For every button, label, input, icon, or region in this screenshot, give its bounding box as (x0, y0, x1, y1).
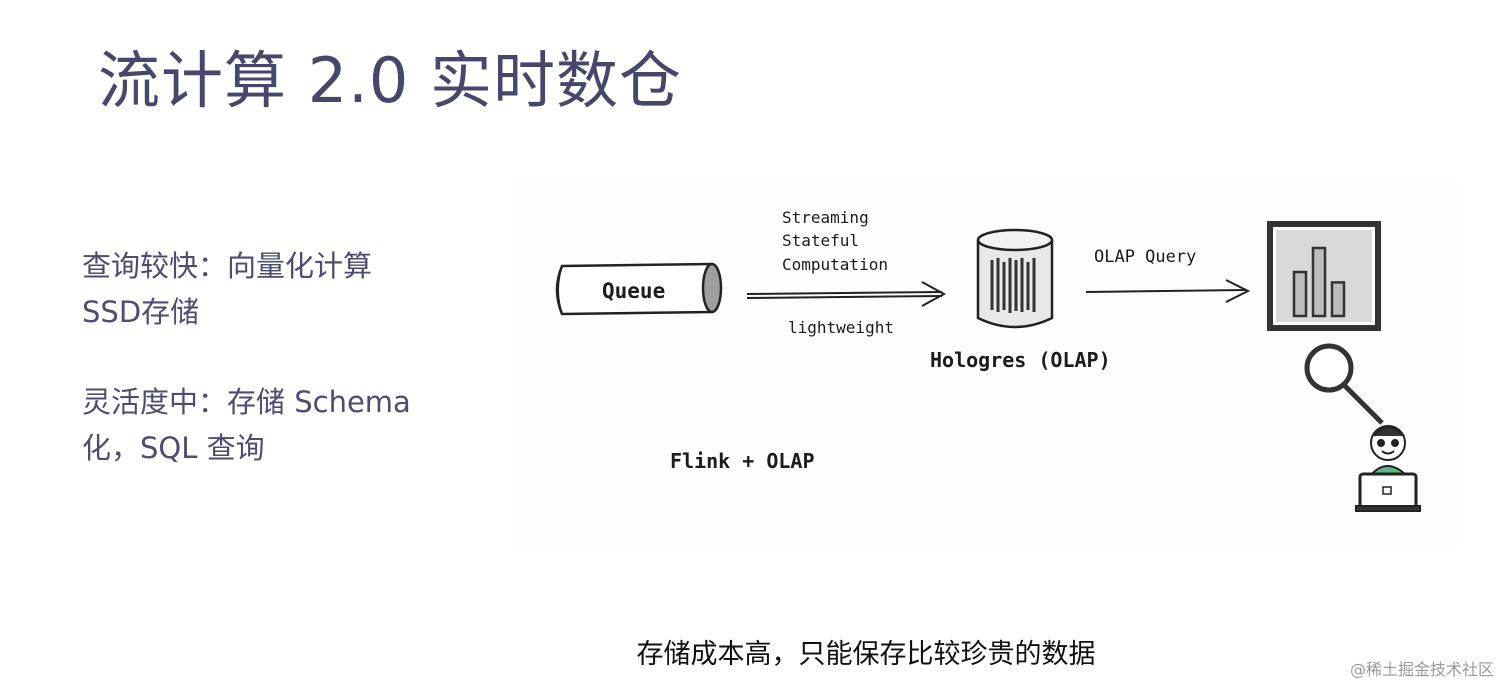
person-with-laptop-icon (1355, 425, 1421, 512)
arrow1-label-streaming: Streaming (782, 208, 869, 227)
diagram-canvas: Queue Streaming Stateful Computation lig… (555, 208, 1421, 512)
bullet-line: 化，SQL 查询 (82, 431, 265, 465)
queue-cylinder-icon (555, 262, 723, 316)
chart-bar (1311, 246, 1327, 318)
bullet-line: SSD存储 (82, 295, 200, 329)
database-cylinder-icon (976, 228, 1054, 329)
chart-bar (1330, 281, 1346, 318)
arrow-right-icon (746, 281, 947, 307)
slide-caption: 存储成本高，只能保存比较珍贵的数据 (636, 639, 1096, 670)
watermark: @稀土掘金技术社区 (1349, 660, 1494, 679)
arrow1-sublabel: lightweight (788, 318, 894, 337)
database-label: Hologres (OLAP) (930, 348, 1111, 372)
page-title: 流计算 2.0 实时数仓 (98, 44, 683, 117)
bullet-query-speed: 查询较快：向量化计算 SSD存储 (82, 243, 411, 335)
arrow-right-icon (1085, 279, 1251, 303)
bullet-line: 灵活度中：存储 Schema (82, 385, 411, 419)
arrow1-label-computation: Computation (782, 255, 888, 274)
bullet-flexibility: 灵活度中：存储 Schema 化，SQL 查询 (82, 379, 411, 471)
diagram-footer-label: Flink + OLAP (670, 449, 815, 473)
bullet-list: 查询较快：向量化计算 SSD存储 灵活度中：存储 Schema 化，SQL 查询 (82, 243, 411, 515)
queue-label: Queue (602, 279, 665, 303)
magnifier-icon (1304, 343, 1384, 425)
arrow1-label-stateful: Stateful (782, 231, 859, 250)
chart-bar-group (1292, 246, 1346, 318)
bullet-line: 查询较快：向量化计算 (82, 249, 373, 283)
dashboard-chart-icon (1267, 221, 1381, 331)
architecture-diagram: Queue Streaming Stateful Computation lig… (512, 178, 1457, 550)
arrow2-label: OLAP Query (1094, 247, 1196, 267)
chart-bar (1292, 270, 1308, 318)
